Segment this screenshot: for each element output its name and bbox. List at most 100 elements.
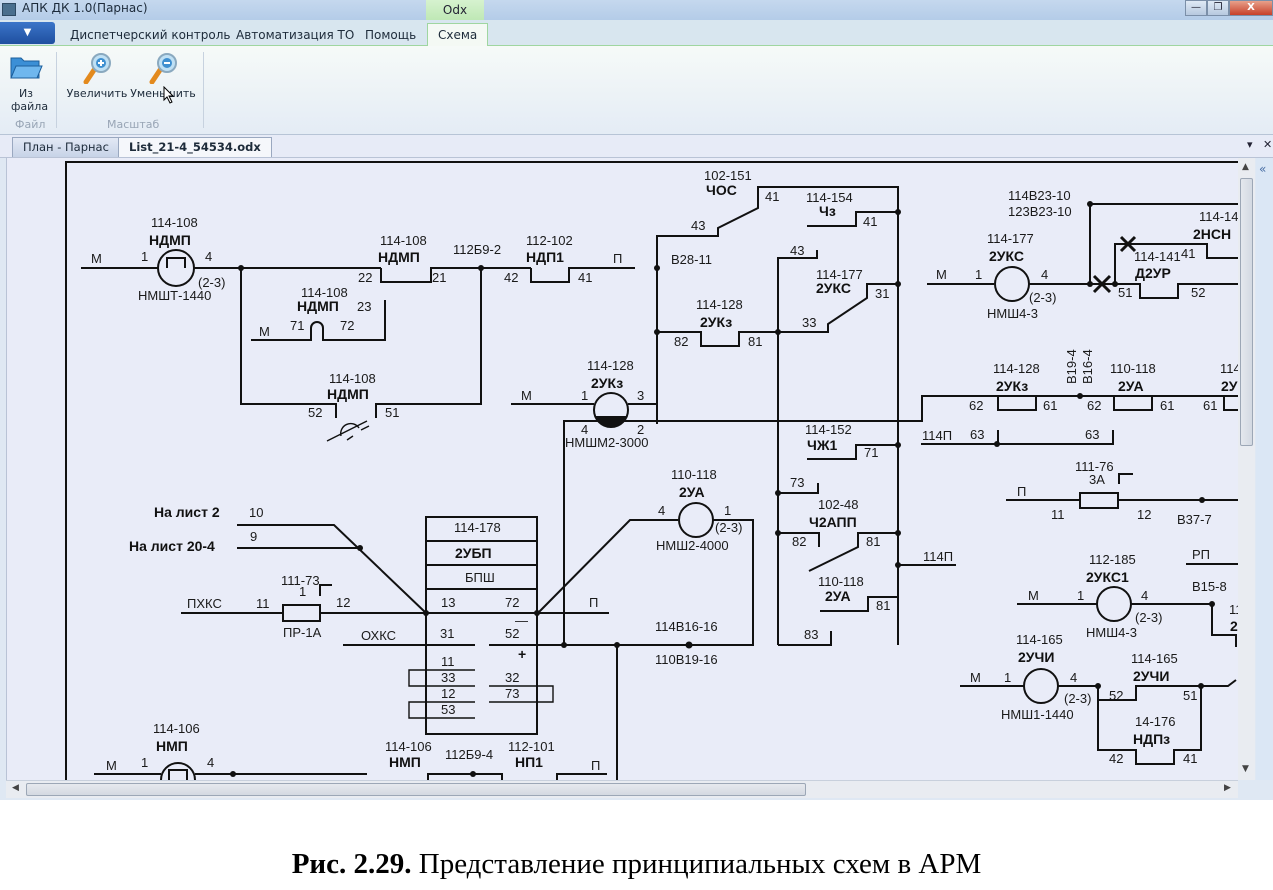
contact-number: 114-106 bbox=[385, 739, 432, 754]
minimize-button[interactable]: — bbox=[1185, 0, 1207, 16]
doc-tab-list[interactable]: List_21-4_54534.odx bbox=[118, 137, 272, 157]
tab-dropdown-icon[interactable]: ▾ bbox=[1247, 138, 1253, 151]
contact-number: 114-128 bbox=[993, 361, 1040, 376]
doc-tab-plan[interactable]: План - Парнас bbox=[12, 137, 120, 157]
relay-name: НДМП bbox=[149, 232, 191, 248]
wire bbox=[408, 669, 475, 687]
block-number: 114-178 bbox=[454, 520, 501, 535]
relay-name: 2УКС bbox=[989, 248, 1024, 264]
bus-label: М bbox=[106, 758, 117, 773]
pin-label: 1 bbox=[141, 755, 148, 770]
contact-name: 2УА bbox=[825, 588, 851, 604]
window-title: АПК ДК 1.0(Парнас) bbox=[22, 1, 148, 15]
pin-label: 1 bbox=[1004, 670, 1011, 685]
relay-type: НМШТ-1440 bbox=[138, 288, 211, 303]
pin-label: 1 bbox=[724, 503, 731, 518]
contact-name: 2У bbox=[1221, 378, 1238, 394]
zoom-out-label: Уменьшить bbox=[130, 87, 196, 100]
zoom-out-button[interactable]: Уменьшить bbox=[130, 52, 196, 100]
pin-label: 51 bbox=[385, 405, 399, 420]
wire bbox=[1114, 243, 1239, 284]
contact-name: 2 bbox=[1230, 618, 1238, 634]
caption-number: Рис. 2.29. bbox=[291, 848, 412, 880]
contact-number: 110-118 bbox=[818, 574, 864, 589]
bus-label: П bbox=[589, 595, 598, 610]
pin-label: 2 bbox=[637, 422, 644, 437]
contact-number: 114-108 bbox=[380, 233, 427, 248]
app-window: АПК ДК 1.0(Парнас) Odx — ❐ X ▼ Диспетчер… bbox=[0, 0, 1273, 800]
ribbon-panel: Из файла Файл Увеличить Уменьшить Масшта… bbox=[0, 46, 1273, 135]
wire bbox=[1023, 668, 1059, 704]
relay-number: 114-177 bbox=[987, 231, 1034, 246]
tab-automation[interactable]: Автоматизация ТО bbox=[236, 28, 355, 42]
contact-name: НДПз bbox=[1133, 731, 1170, 747]
wire bbox=[1115, 283, 1239, 299]
wire bbox=[10, 65, 43, 79]
wire bbox=[168, 769, 188, 780]
wire bbox=[556, 773, 607, 780]
scroll-right-icon[interactable]: ▶ bbox=[1224, 783, 1231, 793]
pin-label: 41 bbox=[765, 189, 779, 204]
pin-label: 72 bbox=[340, 318, 354, 333]
wire bbox=[149, 67, 163, 85]
tab-dispatch-control[interactable]: Диспетчерский контроль bbox=[70, 28, 231, 42]
horizontal-scrollbar[interactable]: ◀ ▶ bbox=[6, 780, 1238, 798]
pin-label: 21 bbox=[432, 270, 446, 285]
schematic-canvas[interactable]: 114-108 НДМП 1 4 (2-3) НМШТ-1440 М 114-1… bbox=[6, 158, 1239, 780]
tab-schema[interactable]: Схема bbox=[427, 23, 489, 46]
relay-number: 114-128 bbox=[587, 358, 634, 373]
tab-help[interactable]: Помощь bbox=[365, 28, 417, 42]
relay-number: 110-118 bbox=[671, 467, 717, 482]
contact-number: 102-48 bbox=[818, 497, 858, 512]
contact-number: 14-176 bbox=[1135, 714, 1175, 729]
group-separator bbox=[203, 52, 204, 128]
scroll-left-icon[interactable]: ◀ bbox=[12, 783, 19, 793]
scroll-up-icon[interactable]: ▲ bbox=[1242, 162, 1249, 172]
vertical-scroll-thumb[interactable] bbox=[1240, 178, 1253, 446]
open-file-button[interactable]: Из файла bbox=[6, 54, 48, 113]
schematic-diagram: 114-108 НДМП 1 4 (2-3) НМШТ-1440 М 114-1… bbox=[65, 161, 1239, 780]
fuse-number: 111-76 bbox=[1075, 459, 1114, 474]
wire bbox=[380, 267, 481, 283]
close-doc-icon[interactable]: ✕ bbox=[1263, 138, 1273, 151]
bus-label: 114П bbox=[923, 549, 953, 564]
close-button[interactable]: X bbox=[1229, 0, 1273, 16]
wire bbox=[1092, 274, 1112, 294]
fuse-type: ПР-1А bbox=[283, 625, 322, 640]
contact-number: 114-177 bbox=[816, 267, 863, 282]
relay-type: НМШ1-1440 bbox=[1001, 707, 1074, 722]
pin-label: 61 bbox=[1160, 398, 1174, 413]
app-menu-button[interactable]: ▼ bbox=[0, 22, 55, 44]
wire bbox=[537, 519, 678, 614]
pin-label: 4 bbox=[1070, 670, 1077, 685]
junction-dot bbox=[775, 530, 781, 536]
vertical-scrollbar[interactable]: ▲ ▼ bbox=[1238, 158, 1255, 780]
wire bbox=[166, 257, 186, 268]
horizontal-scroll-thumb[interactable] bbox=[26, 783, 806, 796]
pin-label: 12 bbox=[441, 686, 455, 701]
pin-label: 13 bbox=[441, 595, 455, 610]
scroll-down-icon[interactable]: ▼ bbox=[1242, 764, 1249, 774]
wire bbox=[237, 524, 427, 614]
restore-button[interactable]: ❐ bbox=[1207, 0, 1229, 16]
group-separator bbox=[56, 52, 57, 128]
bus-label: М bbox=[936, 267, 947, 282]
contact-number: 114-154 bbox=[806, 190, 853, 205]
terminal-label: В37-7 bbox=[1177, 512, 1212, 527]
contact-name: Ч2АПП bbox=[809, 514, 857, 530]
junction-dot bbox=[1077, 393, 1083, 399]
wire bbox=[777, 250, 818, 645]
pin-label: 11 bbox=[441, 654, 455, 669]
wire bbox=[778, 483, 819, 494]
pin-label: 1 bbox=[581, 388, 588, 403]
junction-dot bbox=[895, 530, 901, 536]
pin-label: (2-3) bbox=[1029, 290, 1056, 305]
wire bbox=[807, 211, 898, 227]
bus-label: М bbox=[1028, 588, 1039, 603]
wire bbox=[921, 395, 1239, 421]
zoom-in-button[interactable]: Увеличить bbox=[66, 52, 128, 100]
relay-name: 2УКС1 bbox=[1086, 569, 1129, 585]
sheet-ref: На лист 20-4 bbox=[129, 538, 215, 554]
collapse-panel-icon[interactable]: « bbox=[1259, 162, 1267, 176]
context-tab-odx[interactable]: Odx bbox=[426, 0, 484, 20]
